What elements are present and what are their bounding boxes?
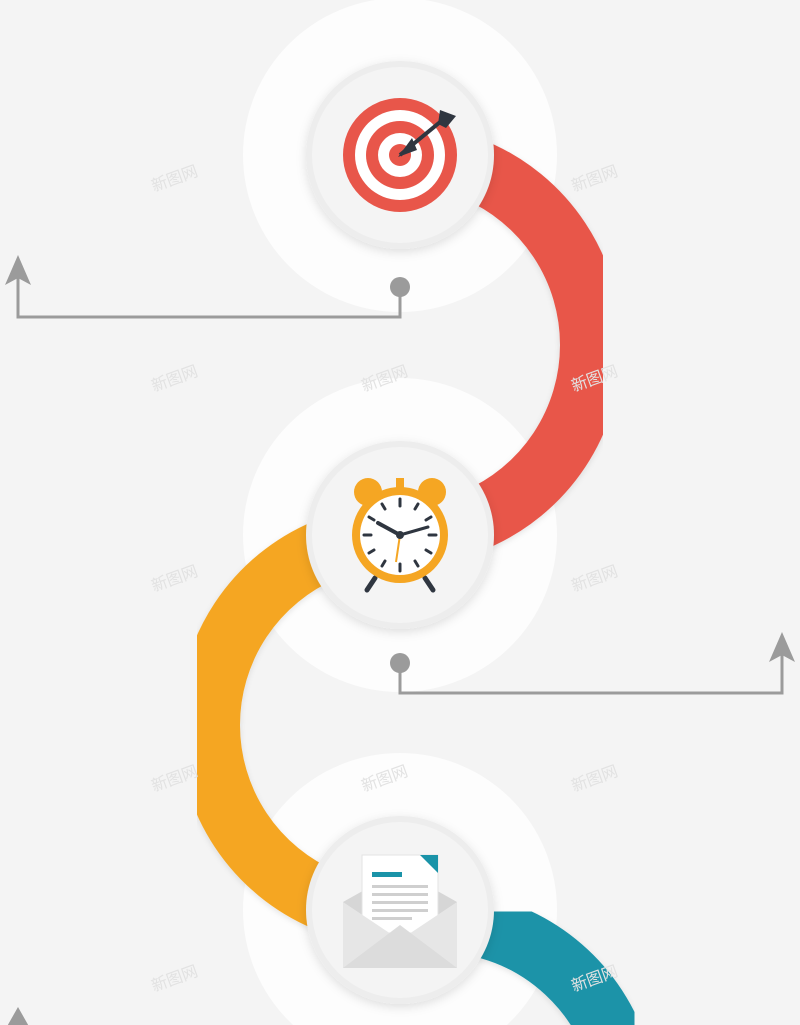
- step-node-1: [306, 61, 494, 249]
- step-node-3: [306, 816, 494, 1004]
- envelope-icon: [343, 854, 457, 968]
- arrow-up-icon: [769, 632, 795, 662]
- target-icon: [343, 98, 457, 212]
- connector-right-2: [398, 652, 784, 695]
- arc-segment-1: [462, 141, 622, 549]
- arrow-up-icon: [7, 1007, 29, 1025]
- alarm-clock-icon: [352, 478, 448, 593]
- arrow-up-icon: [5, 255, 31, 285]
- arc-segment-3: [468, 894, 641, 1025]
- connector-dot-2: [390, 653, 410, 673]
- connector-left-1: [16, 275, 402, 319]
- arc-segment-2: [178, 521, 338, 929]
- step-node-2: [306, 441, 494, 629]
- connector-dot-1: [390, 277, 410, 297]
